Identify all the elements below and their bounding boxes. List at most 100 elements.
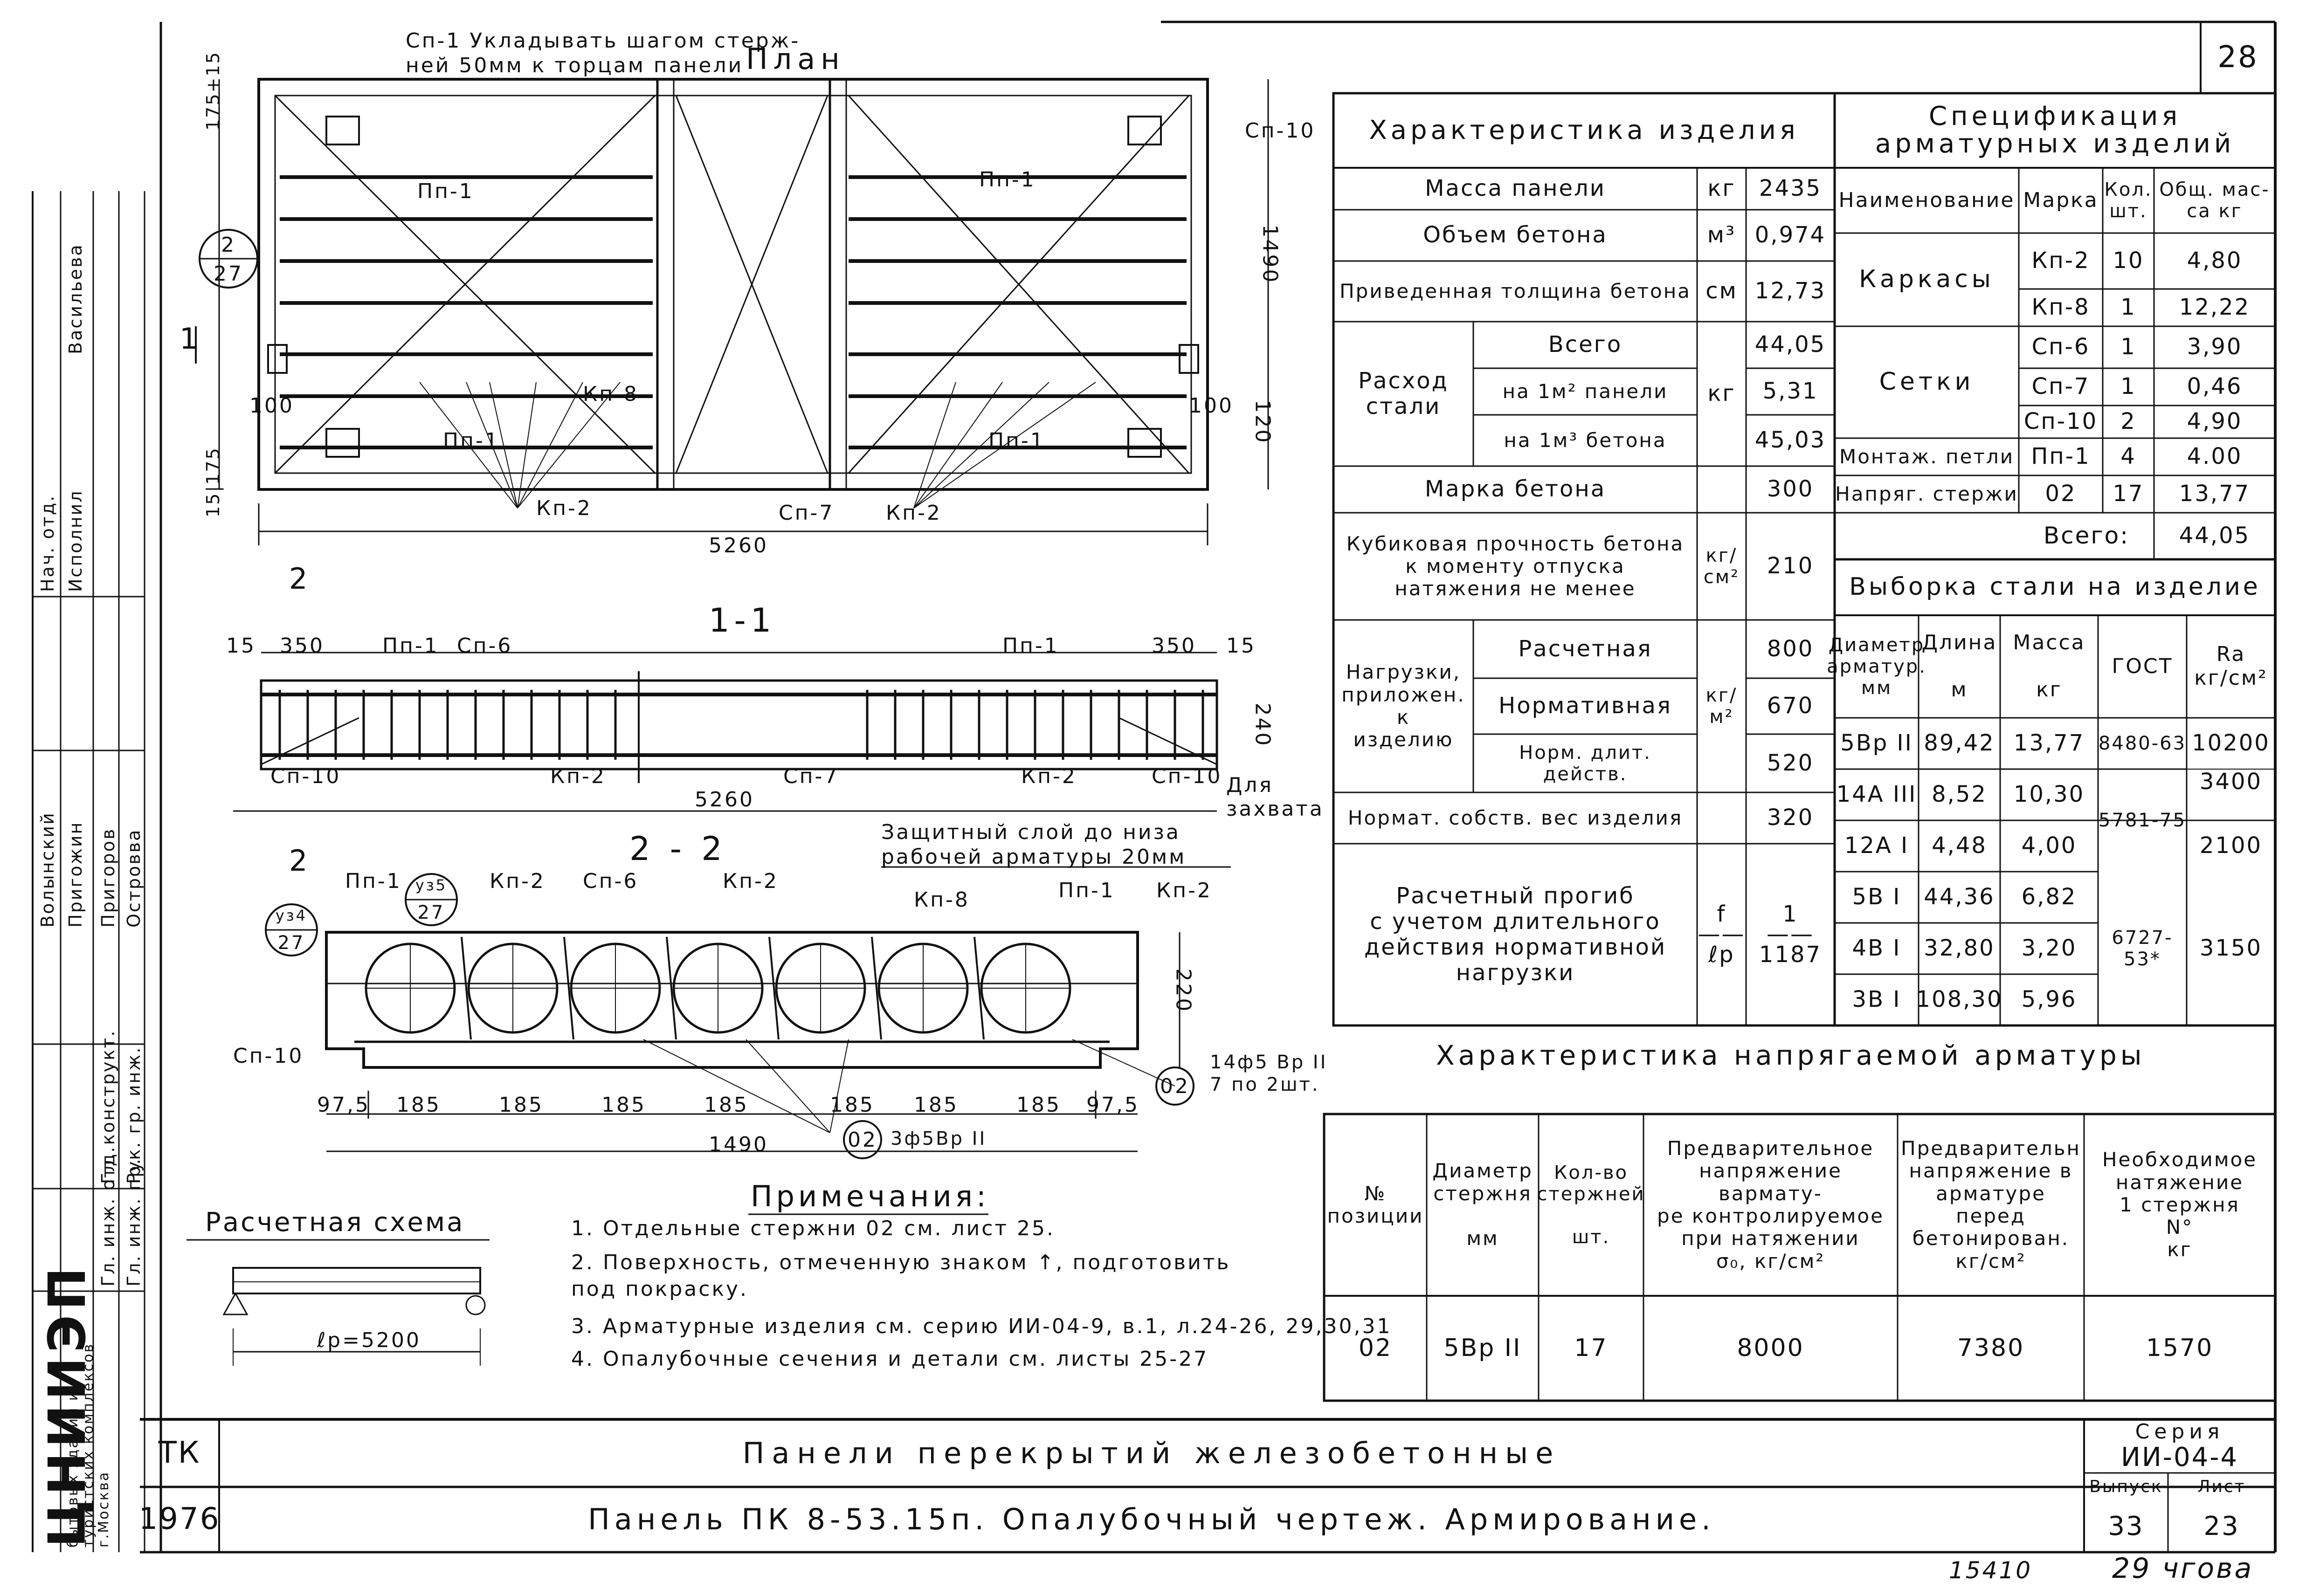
label-kp2-b: Кп-2 — [886, 501, 942, 525]
char-r6-sub1-name: Нормативная — [1498, 693, 1672, 719]
char-r3-name: Расход стали — [1358, 367, 1449, 420]
prestress-title: Характеристика напрягаемой арматуры — [1436, 1039, 2146, 1071]
col-head-0: Нач. отд. — [37, 494, 58, 592]
spec-total-value: 44,05 — [2179, 523, 2251, 549]
steel-r5-len: 108,30 — [1916, 986, 2003, 1013]
char-r4-value: 300 — [1767, 476, 1814, 502]
spec-g2-r0-qty: 4 — [2120, 443, 2136, 470]
char-r7-name: Нормат. собств. вес изделия — [1347, 806, 1683, 829]
spec-g2-r0-mass: 4.00 — [2187, 443, 2243, 470]
spec-g1-r2-qty: 2 — [2120, 408, 2136, 435]
spec-g1-r0-mass: 3,90 — [2187, 334, 2243, 360]
char-r0-unit: кг — [1707, 175, 1736, 202]
spec-g1-r0-mark: Сп-6 — [2031, 334, 2090, 360]
issue-label: Выпуск — [2089, 1477, 2163, 1497]
label-pp1-a: Пп-1 — [417, 179, 474, 203]
spec-head-0: Наименование — [1838, 188, 2015, 212]
pre-head-2: Кол-во стержней шт. — [1537, 1162, 1645, 1248]
sec11-grip: Для захвата — [1226, 773, 1324, 821]
spec-head-3: Общ. мас- са кг — [2159, 179, 2270, 222]
spec-group-1: Сетки — [1879, 368, 1975, 396]
steel-title: Выборка стали на изделие — [1849, 573, 2261, 601]
section22-title: 2 - 2 — [629, 830, 727, 868]
steel-head-2: Масса кг — [2013, 631, 2085, 702]
steel-r2-len: 4,48 — [1932, 832, 1987, 859]
footer-num: 15410 — [1949, 1557, 2033, 1584]
char-r6-sub0-name: Расчетная — [1518, 635, 1652, 662]
steel-head-3: ГОСТ — [2112, 654, 2173, 678]
char-r1-name: Объем бетона — [1423, 222, 1608, 248]
sec22-kp2-a: Кп-2 — [490, 869, 545, 893]
spec-group-2: Монтаж. петли — [1839, 445, 2015, 468]
role-1: Гл. конструкт. — [98, 1029, 118, 1184]
dim-15-175: 15|175 — [203, 447, 223, 517]
char-r8-unit: f —— ℓр — [1698, 901, 1746, 968]
char-r2-unit: см — [1705, 278, 1738, 304]
name-0: Волынский — [37, 812, 58, 928]
char-r6-sub1-value: 670 — [1767, 693, 1814, 719]
steel-r0-len: 89,42 — [1924, 730, 1995, 757]
char-r6-sub2-value: 520 — [1767, 750, 1814, 776]
steel-r1-dia: 14А III — [1836, 781, 1917, 808]
section22-mark: 2 — [289, 844, 310, 878]
protective-note: Защитный слой до низа рабочей арматуры 2… — [881, 820, 1187, 869]
steel-r1-ra: 3400 — [2199, 769, 2263, 795]
pre-head-4: Предварительн напряжение в арматуре пере… — [1901, 1137, 2081, 1273]
steel-head-1: Длина м — [1921, 631, 1997, 702]
char-r4-name: Марка бетона — [1424, 476, 1606, 502]
char-r6-sub2-name: Норм. длит. действ. — [1519, 742, 1651, 785]
dim-100-left: 100 — [249, 394, 294, 418]
spec-g1-r1-mass: 0,46 — [2187, 373, 2243, 400]
name-3: Островва — [124, 828, 144, 928]
col-head-1: Исполнил — [65, 489, 86, 592]
steel-r0-dia: 5Вр II — [1840, 730, 1913, 757]
pre-val-1: 5Вр II — [1443, 1334, 1522, 1362]
pre-val-0: 02 — [1358, 1334, 1393, 1362]
label-pp1-c: Пп-1 — [443, 429, 500, 453]
spec-g2-r0-mark: Пп-1 — [2031, 443, 2091, 470]
spec-g0-r0-mark: Кп-2 — [2031, 248, 2090, 274]
dim-15-a: 15 — [226, 634, 256, 658]
char-r6-unit: кг/ м² — [1705, 685, 1738, 728]
calc-scheme-span: ℓр=5200 — [317, 1328, 421, 1352]
spec-g3-r0-qty: 17 — [2113, 481, 2144, 507]
bar02-label: 14ф5 Вр II 7 по 2шт. — [1210, 1052, 1328, 1095]
dim-120-plan: 120 — [1250, 399, 1275, 445]
series-label: Серия — [2135, 1420, 2224, 1444]
char-r3-unit: кг — [1707, 380, 1736, 407]
dim-185-7: 185 — [1016, 1093, 1061, 1117]
char-r3-sub0-value: 44,05 — [1754, 331, 1826, 358]
char-r3-sub1-name: на 1м² панели — [1502, 379, 1668, 403]
steel-r5-dia: 3В I — [1852, 986, 1901, 1013]
char-r5-name: Кубиковая прочность бетона к моменту отп… — [1346, 532, 1685, 600]
notes-title: Примечания: — [751, 1179, 990, 1213]
label-pp1-b: Пп-1 — [979, 168, 1036, 192]
steel-r0-ra: 10200 — [2192, 730, 2270, 757]
label-sp7: Сп-7 — [779, 501, 835, 525]
spec-total-label: Всего: — [2043, 522, 2130, 550]
spec-g0-r1-mark: Кп-8 — [2031, 294, 2090, 321]
spec-g0-r1-qty: 1 — [2120, 294, 2136, 321]
dim-240: 240 — [1250, 702, 1275, 748]
pre-val-4: 7380 — [1957, 1334, 2025, 1362]
stamp-tk: ТК — [158, 1435, 201, 1470]
pre-head-1: Диаметр стержня мм — [1432, 1159, 1533, 1250]
char-r1-value: 0,974 — [1754, 222, 1826, 248]
sec11-sp10-b: Сп-10 — [1152, 764, 1222, 788]
steel-r2-ra: 2100 — [2199, 832, 2263, 859]
sec22-pp1-b: Пп-1 — [1058, 879, 1115, 902]
series-value: ИИ-04-4 — [2120, 1442, 2239, 1473]
dim-185-2: 185 — [499, 1093, 544, 1117]
dim-15-b: 15 — [1226, 634, 1256, 658]
spec-head-1: Марка — [2023, 188, 2099, 212]
title-line-1: Панели перекрытий железобетонные — [742, 1436, 1561, 1470]
char-r0-name: Масса панели — [1425, 175, 1606, 202]
role-3: Рук. гр. инж. — [124, 1046, 144, 1184]
char-r1-unit: м³ — [1707, 222, 1736, 248]
char-title: Характеристика изделия — [1369, 115, 1799, 145]
section-mark-1: 1 — [180, 322, 200, 356]
spec-head-2: Кол. шт. — [2104, 179, 2153, 222]
dim-220: 220 — [1171, 968, 1195, 1013]
char-r2-name: Приведенная толщина бетона — [1339, 279, 1691, 303]
